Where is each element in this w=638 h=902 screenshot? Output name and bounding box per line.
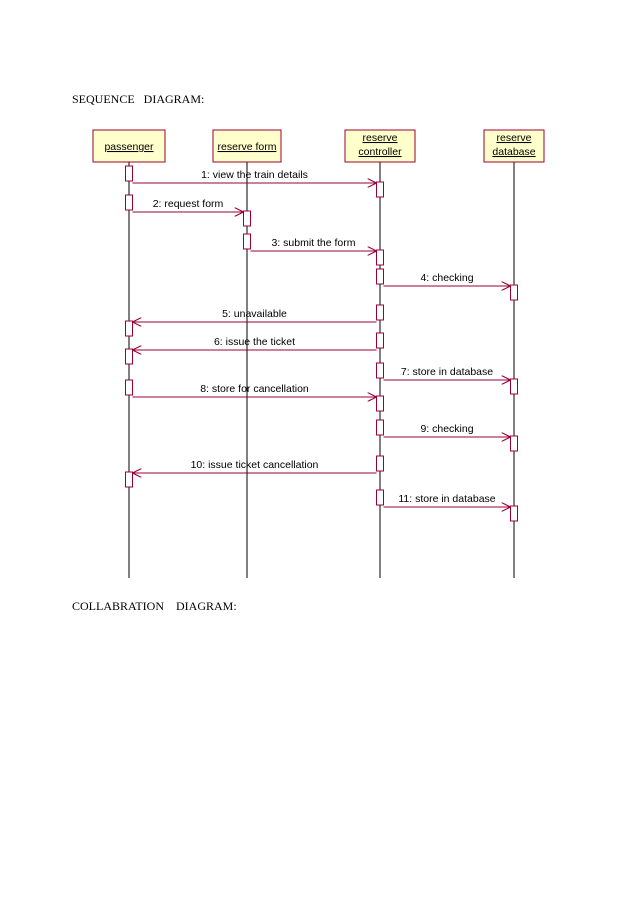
- collaboration-diagram-heading: COLLABRATION DIAGRAM:: [72, 599, 237, 613]
- message-3[interactable]: 3: submit the form: [250, 237, 377, 251]
- activation-bar-reserve-controller: [376, 362, 384, 379]
- message-label: 8: store for cancellation: [200, 383, 309, 395]
- activation-bar-passenger: [125, 194, 133, 211]
- activation-bar-reserve-controller: [376, 332, 384, 349]
- activation-bar-reserve-controller: [376, 181, 384, 198]
- object-reserve-database[interactable]: reserve database: [483, 129, 545, 163]
- object-label: reserve form: [218, 141, 277, 153]
- object-reserve-controller[interactable]: reserve controller: [344, 129, 416, 163]
- message-8[interactable]: 8: store for cancellation: [132, 383, 377, 397]
- activation-bar-reserve-controller: [376, 249, 384, 266]
- activation-bar-reserve-controller: [376, 455, 384, 472]
- message-4[interactable]: 4: checking: [383, 272, 511, 286]
- message-7[interactable]: 7: store in database: [383, 366, 511, 380]
- message-label: 4: checking: [420, 272, 473, 284]
- message-6[interactable]: 6: issue the ticket: [132, 336, 377, 350]
- message-10[interactable]: 10: issue ticket cancellation: [132, 459, 377, 473]
- message-label: 1: view the train details: [201, 169, 308, 181]
- message-11[interactable]: 11: store in database: [383, 493, 511, 507]
- activation-bar-reserve-controller: [376, 489, 384, 506]
- object-label: reserve: [496, 132, 531, 144]
- activation-bar-reserve-database: [510, 378, 518, 395]
- activation-bar-passenger: [125, 471, 133, 488]
- message-9[interactable]: 9: checking: [383, 423, 511, 437]
- message-label: 9: checking: [420, 423, 473, 435]
- object-box: [92, 129, 166, 163]
- activation-bar-reserve-form: [243, 233, 251, 250]
- message-1[interactable]: 1: view the train details: [132, 169, 377, 183]
- messages: 1: view the train details 2: request form…: [132, 169, 511, 507]
- message-label: 11: store in database: [398, 493, 495, 505]
- activation-bar-reserve-form: [243, 210, 251, 227]
- message-label: 5: unavailable: [222, 308, 287, 320]
- message-label: 10: issue ticket cancellation: [191, 459, 319, 471]
- object-label: reserve: [362, 132, 397, 144]
- message-2[interactable]: 2: request form: [132, 198, 244, 212]
- object-box: [344, 129, 416, 163]
- activation-bar-passenger: [125, 165, 133, 182]
- activation-bar-reserve-controller: [376, 268, 384, 285]
- object-label: passenger: [104, 141, 154, 153]
- object-passenger[interactable]: passenger: [92, 129, 166, 163]
- object-label: controller: [358, 146, 402, 158]
- message-label: 7: store in database: [401, 366, 493, 378]
- activation-bar-reserve-database: [510, 505, 518, 522]
- activation-bar-reserve-controller: [376, 304, 384, 321]
- activation-bar-reserve-controller: [376, 395, 384, 412]
- object-box: [483, 129, 545, 163]
- activation-bar-reserve-database: [510, 435, 518, 452]
- activation-bar-passenger: [125, 320, 133, 337]
- activation-bar-reserve-controller: [376, 419, 384, 436]
- activation-bar-passenger: [125, 348, 133, 365]
- object-box: [212, 129, 282, 163]
- object-label: database: [492, 146, 535, 158]
- message-label: 6: issue the ticket: [214, 336, 295, 348]
- activation-bars: [125, 165, 518, 522]
- object-reserve-form[interactable]: reserve form: [212, 129, 282, 163]
- activation-bar-passenger: [125, 379, 133, 396]
- message-label: 2: request form: [153, 198, 224, 210]
- message-5[interactable]: 5: unavailable: [132, 308, 377, 322]
- sequence-diagram-heading: SEQUENCE DIAGRAM:: [72, 92, 205, 106]
- message-label: 3: submit the form: [271, 237, 355, 249]
- activation-bar-reserve-database: [510, 284, 518, 301]
